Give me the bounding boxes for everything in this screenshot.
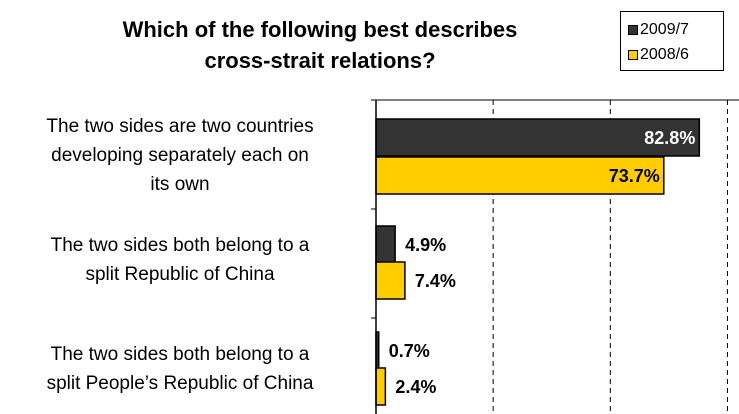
category-label-line: The two sides are two countries [46,116,314,137]
legend-swatch-2009-7 [628,25,638,35]
bar-2009-7-0 [375,118,701,157]
category-label-split-roc: The two sides both belong to a split Rep… [0,231,360,289]
category-label-line: developing separately each on [51,145,309,166]
bars [375,118,701,406]
data-label-2009-7-1: 4.9% [405,235,446,255]
grid-lines [492,100,728,414]
data-label-2008-6-0: 73.7% [609,166,660,186]
data-label-2008-6-2: 2.4% [395,377,436,397]
axes [371,99,739,414]
chart-title: Which of the following best describes cr… [20,14,620,76]
legend-label-2008-6: 2008/6 [640,46,689,63]
chart-title-line-2: cross-strait relations? [204,48,436,73]
category-label-line: The two sides both belong to a [50,235,310,256]
legend: 2009/7 2008/6 [620,11,724,71]
category-label-split-prc: The two sides both belong to a split Peo… [0,340,360,398]
bar-2009-7-1 [375,225,396,264]
category-label-line: split People’s Republic of China [46,373,314,394]
bar-2008-6-0 [375,156,665,195]
category-label-separate-countries: The two sides are two countries developi… [0,112,360,199]
data-label-2009-7-2: 0.7% [389,341,430,361]
data-label-2009-7-0: 82.8% [644,128,695,148]
bar-2008-6-1 [375,261,406,300]
category-label-line: its own [150,174,210,195]
bar-2008-6-2 [375,367,387,406]
category-label-line: split Republic of China [85,264,275,285]
data-labels: 82.8% 4.9% 0.7% 73.7% 7.4% 2.4% [389,128,696,397]
legend-swatch-2008-6 [628,50,638,60]
data-label-2008-6-1: 7.4% [415,271,456,291]
legend-label-2009-7: 2009/7 [640,21,689,38]
chart-title-line-1: Which of the following best describes [122,17,518,42]
category-label-line: The two sides both belong to a [50,344,310,365]
